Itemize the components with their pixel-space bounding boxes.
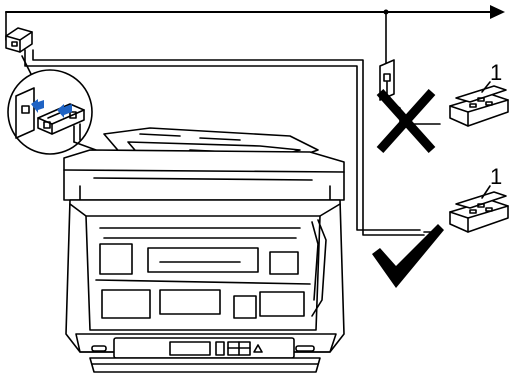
check-mark-icon — [372, 224, 444, 288]
callout-number-top: 1 — [490, 60, 502, 85]
cross-mark-icon — [380, 92, 432, 150]
telephone-icon — [450, 86, 508, 126]
telephone-icon — [450, 192, 508, 232]
wrong-connection: 1 — [380, 60, 508, 150]
wall-connector — [6, 28, 32, 52]
connector-zoom-callout — [8, 56, 96, 154]
correct-connection: 1 — [372, 164, 508, 288]
callout-number-bottom: 1 — [490, 164, 502, 189]
printer — [64, 128, 344, 372]
arrow-right-icon — [490, 5, 505, 19]
